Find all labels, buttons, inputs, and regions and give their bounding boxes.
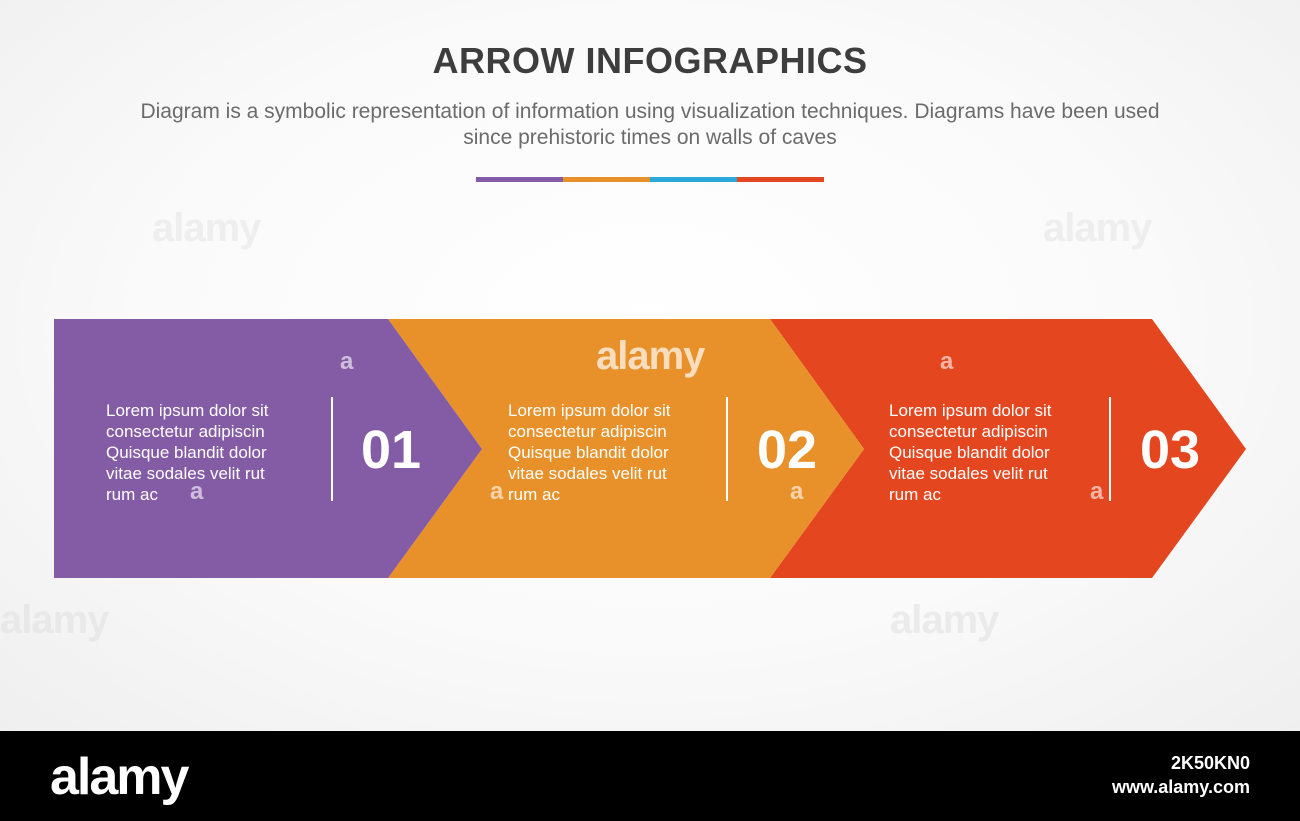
watermark-mark: a	[940, 348, 954, 375]
step-1-text-line: rum ac	[106, 485, 158, 504]
watermark-logo: alamy	[0, 598, 109, 642]
subtitle-line-2: since prehistoric times on walls of cave…	[463, 126, 837, 149]
arrow-segment-2	[388, 319, 864, 578]
watermark-logo: alamy	[1043, 206, 1152, 250]
footer-logo: alamy	[50, 748, 189, 806]
infographic-canvas: ARROW INFOGRAPHICS Diagram is a symbolic…	[0, 0, 1300, 731]
subtitle-line-1: Diagram is a symbolic representation of …	[140, 100, 1160, 123]
watermark-mark: a	[790, 478, 804, 505]
step-2-text-line: consectetur adipiscin	[508, 422, 667, 441]
step-2-text-line: rum ac	[508, 485, 560, 504]
step-1-text-line: vitae sodales velit rut	[106, 464, 265, 483]
watermark-mark: a	[340, 348, 354, 375]
step-3-text-line: rum ac	[889, 485, 941, 504]
watermark-logo: alamy	[890, 598, 999, 642]
arrow-segment-3	[770, 319, 1246, 578]
step-1-divider	[331, 397, 333, 501]
color-divider-orange	[563, 177, 650, 182]
step-2-text-line: Quisque blandit dolor	[508, 443, 669, 462]
footer-bar: alamy 2K50KN0 www.alamy.com	[0, 731, 1300, 821]
watermark-mark: a	[490, 478, 504, 505]
step-3-text: Lorem ipsum dolor sit consectetur adipis…	[889, 400, 1109, 505]
step-2-divider	[726, 397, 728, 501]
watermark-logo: alamy	[152, 206, 261, 250]
step-1-text-line: Lorem ipsum dolor sit	[106, 401, 269, 420]
footer-url: www.alamy.com	[1111, 777, 1250, 797]
footer-image-id: 2K50KN0	[1170, 753, 1250, 773]
step-3-text-line: vitae sodales velit rut	[889, 464, 1048, 483]
step-1-number: 01	[361, 420, 422, 480]
step-3-text-line: Quisque blandit dolor	[889, 443, 1050, 462]
step-3-divider	[1109, 397, 1111, 501]
step-2-number: 02	[757, 420, 818, 480]
watermark-mark: a	[1090, 478, 1104, 505]
color-divider-purple	[476, 177, 563, 182]
step-2-text-line: vitae sodales velit rut	[508, 464, 667, 483]
arrow-diagram	[54, 319, 1246, 578]
color-divider-red	[737, 177, 824, 182]
step-2-text-line: Lorem ipsum dolor sit	[508, 401, 671, 420]
step-1-text-line: Quisque blandit dolor	[106, 443, 267, 462]
step-2-text: Lorem ipsum dolor sit consectetur adipis…	[508, 400, 728, 505]
watermark-mark: a	[190, 478, 204, 505]
arrow-segment-1	[54, 319, 482, 578]
page-title: ARROW INFOGRAPHICS	[432, 40, 868, 81]
step-3-text-line: consectetur adipiscin	[889, 422, 1048, 441]
color-divider-blue	[650, 177, 737, 182]
step-1-text: Lorem ipsum dolor sit consectetur adipis…	[106, 400, 326, 505]
step-1-text-line: consectetur adipiscin	[106, 422, 265, 441]
watermark-logo: alamy	[596, 334, 705, 378]
page-subtitle: Diagram is a symbolic representation of …	[60, 99, 1240, 151]
step-3-text-line: Lorem ipsum dolor sit	[889, 401, 1052, 420]
color-divider	[476, 177, 824, 182]
step-3-number: 03	[1140, 420, 1201, 480]
